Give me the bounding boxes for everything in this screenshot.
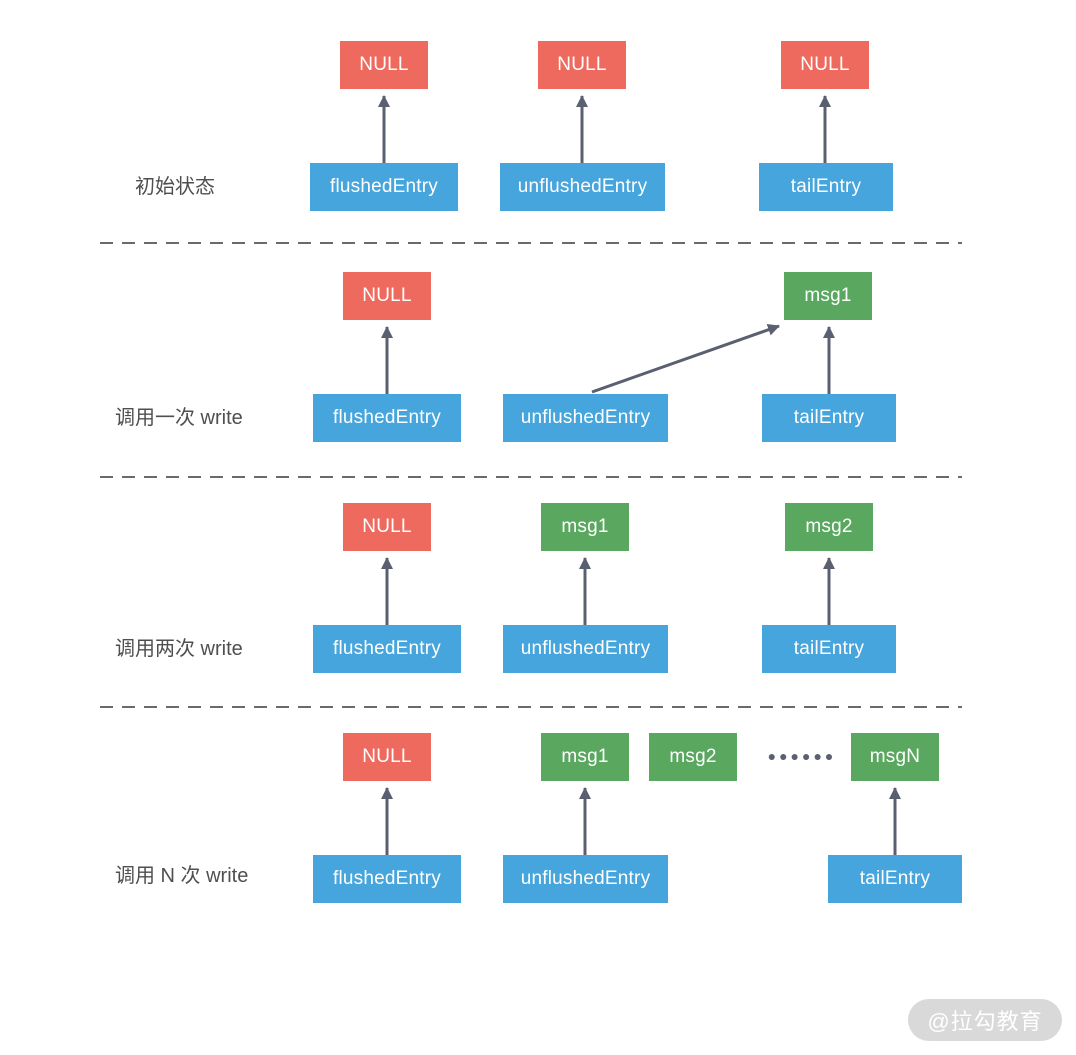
null-box: NULL [538, 41, 626, 89]
null-box: NULL [781, 41, 869, 89]
flushed-entry-box: flushedEntry [313, 855, 461, 903]
tail-entry-box: tailEntry [762, 625, 896, 673]
null-box: NULL [343, 503, 431, 551]
tail-entry-box: tailEntry [762, 394, 896, 442]
msg2-box: msg2 [649, 733, 737, 781]
unflushed-entry-box: unflushedEntry [503, 855, 668, 903]
msg1-box: msg1 [541, 503, 629, 551]
row-label-write-once: 调用一次 write [115, 407, 243, 429]
msg2-box: msg2 [785, 503, 873, 551]
tail-entry-box: tailEntry [828, 855, 962, 903]
row-label-initial-state: 初始状态 [135, 176, 215, 198]
unflushed-entry-box: unflushedEntry [500, 163, 665, 211]
watermark-badge: @拉勾教育 [908, 999, 1062, 1041]
msg1-box: msg1 [541, 733, 629, 781]
flushed-entry-box: flushedEntry [313, 394, 461, 442]
ellipsis-dots: ●●●●●● [767, 748, 837, 764]
flushed-entry-box: flushedEntry [313, 625, 461, 673]
tail-entry-box: tailEntry [759, 163, 893, 211]
unflushed-entry-box: unflushedEntry [503, 394, 668, 442]
null-box: NULL [343, 272, 431, 320]
row-label-write-n-times: 调用 N 次 write [115, 865, 249, 887]
unflushed-entry-box: unflushedEntry [503, 625, 668, 673]
msg1-box: msg1 [784, 272, 872, 320]
msgN-box: msgN [851, 733, 939, 781]
flushed-entry-box: flushedEntry [310, 163, 458, 211]
null-box: NULL [340, 41, 428, 89]
null-box: NULL [343, 733, 431, 781]
row-label-write-twice: 调用两次 write [115, 638, 243, 660]
arrow-unflushed-to-msg1 [591, 324, 780, 394]
